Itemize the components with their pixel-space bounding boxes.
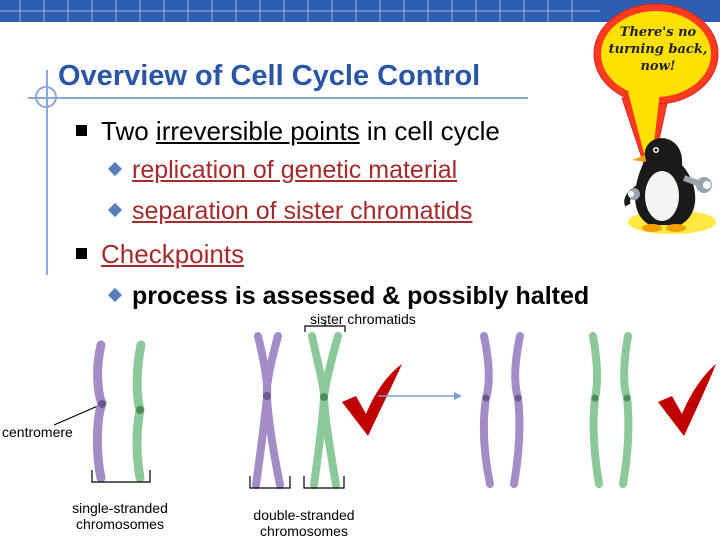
sub-bullet-text: separation of sister chromatids: [132, 197, 473, 225]
centromere-label: centromere: [2, 424, 73, 440]
check-icon: [342, 364, 402, 436]
centromere-dot: [136, 406, 144, 414]
crosshair-decoration: [35, 86, 57, 108]
sister-chromatids-bracket: [304, 322, 346, 332]
title-vertical-rule: [46, 70, 48, 275]
speech-bubble-text: There's no turning back, now!: [608, 25, 708, 74]
sub-bullet-replication: replication of genetic material: [107, 156, 458, 185]
top-banner: [0, 0, 720, 22]
sub-bullet-process: process is assessed & possibly halted: [107, 282, 590, 311]
bullet-irreversible-points: Two irreversible points in cell cycle: [76, 116, 500, 147]
arrow-right-icon: [378, 392, 462, 400]
wrench-icon: [628, 175, 712, 200]
square-bullet-icon: [76, 247, 87, 259]
double-stranded-bracket: [249, 476, 345, 489]
bullet-emphasis-text: irreversible points: [155, 116, 360, 146]
slide-title: Overview of Cell Cycle Control: [58, 60, 481, 92]
check-icon: [658, 364, 716, 436]
checkpoints-label: Checkpoints: [101, 239, 245, 269]
double-stranded-chromosomes: [252, 332, 342, 489]
bullet-rest-text: in cell cycle: [359, 116, 500, 146]
single-stranded-label: single-stranded chromosomes: [72, 500, 168, 532]
bullet-lead-text: Two: [101, 116, 156, 146]
penguin-icon: [624, 138, 716, 234]
sub-bullet-text: process is assessed & possibly halted: [132, 282, 590, 310]
separated-chromatids: [479, 332, 633, 488]
sub-bullet-text: replication of genetic material: [132, 156, 458, 184]
title-horizontal-rule: [28, 97, 528, 99]
sister-chromatids-label: sister chromatids: [310, 311, 416, 327]
centromere-dot: [98, 400, 106, 408]
single-stranded-bracket: [91, 470, 151, 483]
double-stranded-label: double-stranded chromosomes: [253, 507, 355, 539]
banner-grid: [0, 0, 600, 22]
chromosome-purple: [92, 340, 107, 483]
sub-bullet-separation: separation of sister chromatids: [107, 197, 473, 226]
square-bullet-icon: [76, 124, 87, 136]
centromere-pointer: [53, 404, 101, 426]
single-stranded-chromosomes: [92, 340, 146, 483]
bullet-checkpoints: Checkpoints: [76, 239, 244, 270]
